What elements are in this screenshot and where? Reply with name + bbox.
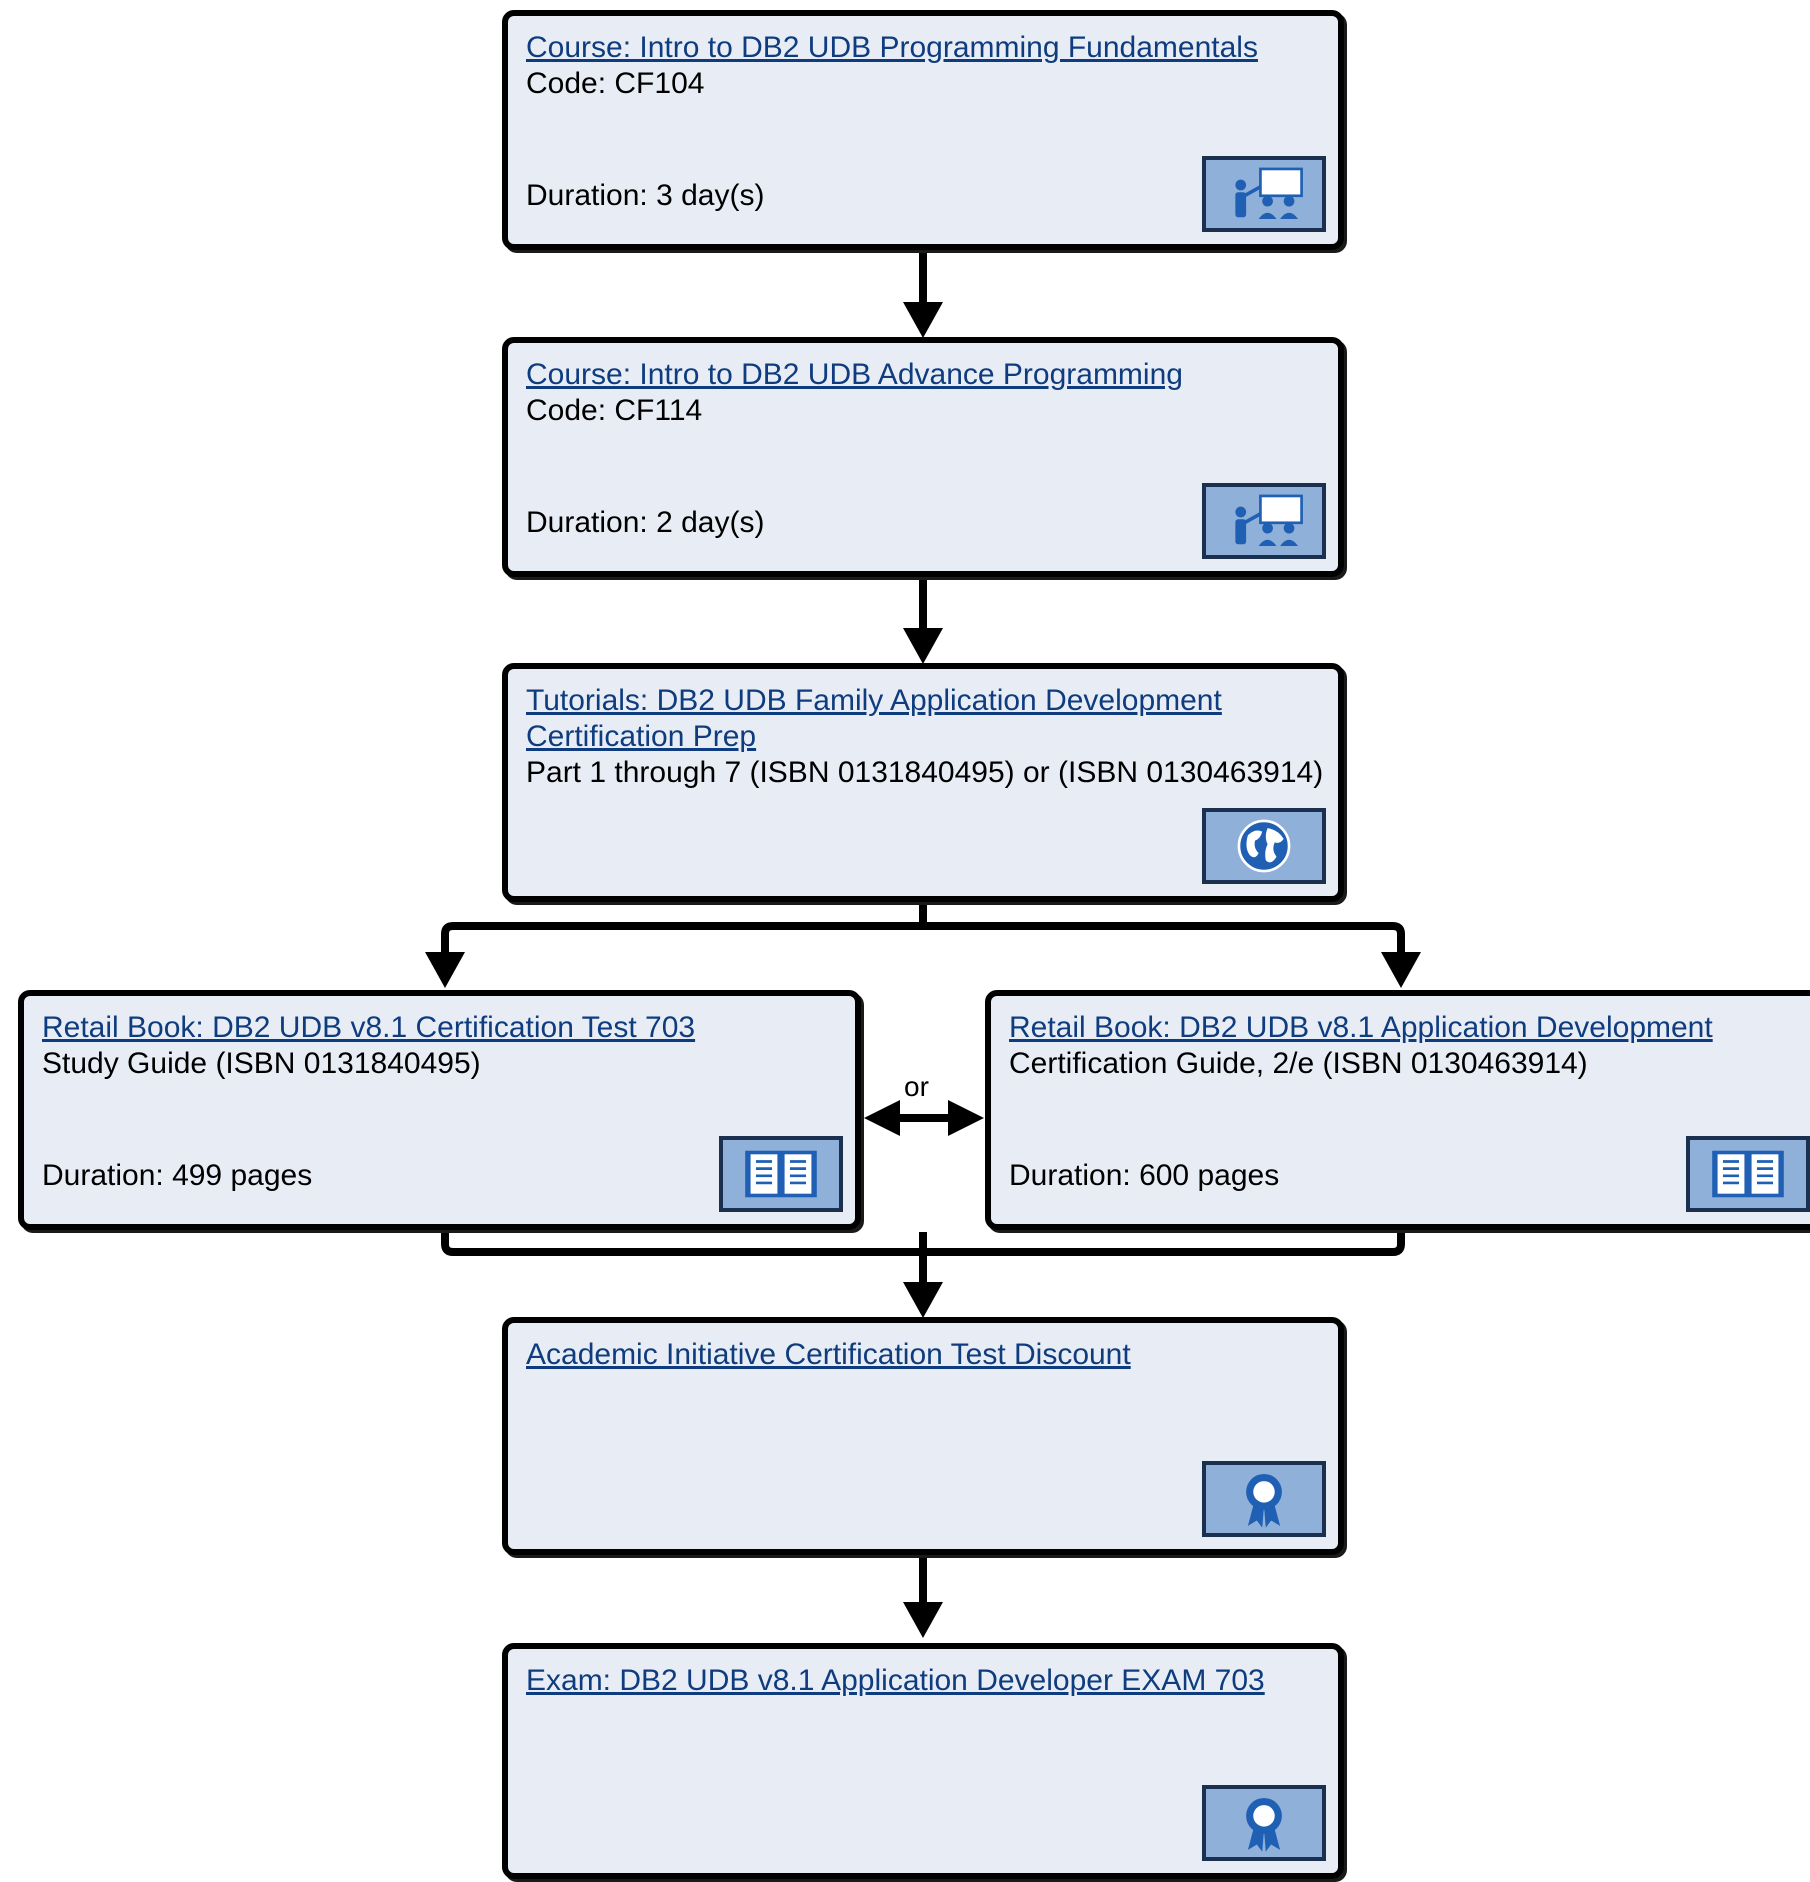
ribbon-award-icon bbox=[1202, 1461, 1326, 1537]
arrow-course2-to-tutorials bbox=[903, 577, 943, 664]
course-cf104-code: Code: CF104 bbox=[526, 67, 705, 100]
certification-discount-link[interactable]: Academic Initiative Certification Test D… bbox=[526, 1338, 1131, 1371]
globe-icon bbox=[1202, 808, 1326, 884]
book-app-dev-isbn: Certification Guide, 2/e (ISBN 013046391… bbox=[1009, 1047, 1588, 1080]
book-app-dev-link[interactable]: Retail Book: DB2 UDB v8.1 Application De… bbox=[1009, 1011, 1713, 1044]
node-course-cf104: Course: Intro to DB2 UDB Programming Fun… bbox=[502, 10, 1344, 250]
node-tutorials: Tutorials: DB2 UDB Family Application De… bbox=[502, 663, 1344, 902]
node-exam-703: Exam: DB2 UDB v8.1 Application Developer… bbox=[502, 1643, 1344, 1879]
node-certification-discount: Academic Initiative Certification Test D… bbox=[502, 1317, 1344, 1555]
classroom-icon bbox=[1202, 483, 1326, 559]
arrow-discount-to-exam bbox=[903, 1555, 943, 1638]
arrow-course1-to-course2 bbox=[903, 250, 943, 338]
ribbon-award-icon bbox=[1202, 1785, 1326, 1861]
tutorials-link[interactable]: Tutorials: DB2 UDB Family Application De… bbox=[526, 684, 1222, 753]
course-cf104-link[interactable]: Course: Intro to DB2 UDB Programming Fun… bbox=[526, 31, 1258, 64]
arrow-tutorials-to-books bbox=[425, 902, 1421, 988]
book-test-703-duration: Duration: 499 pages bbox=[42, 1159, 313, 1192]
node-book-app-dev: Retail Book: DB2 UDB v8.1 Application De… bbox=[985, 990, 1810, 1230]
classroom-icon bbox=[1202, 156, 1326, 232]
book-icon bbox=[719, 1136, 843, 1212]
or-label: or bbox=[904, 1071, 929, 1102]
node-book-test-703: Retail Book: DB2 UDB v8.1 Certification … bbox=[18, 990, 861, 1230]
or-double-arrow bbox=[864, 1100, 984, 1136]
node-course-cf114: Course: Intro to DB2 UDB Advance Program… bbox=[502, 337, 1344, 577]
book-test-703-link[interactable]: Retail Book: DB2 UDB v8.1 Certification … bbox=[42, 1011, 696, 1044]
book-icon bbox=[1686, 1136, 1810, 1212]
tutorials-isbn: Part 1 through 7 (ISBN 0131840495) or (I… bbox=[526, 756, 1324, 789]
book-test-703-isbn: Study Guide (ISBN 0131840495) bbox=[42, 1047, 481, 1080]
arrow-books-to-discount bbox=[441, 1226, 1405, 1318]
book-app-dev-duration: Duration: 600 pages bbox=[1009, 1159, 1280, 1192]
exam-703-link[interactable]: Exam: DB2 UDB v8.1 Application Developer… bbox=[526, 1664, 1265, 1697]
course-cf104-duration: Duration: 3 day(s) bbox=[526, 179, 765, 212]
course-cf114-duration: Duration: 2 day(s) bbox=[526, 506, 765, 539]
course-cf114-link[interactable]: Course: Intro to DB2 UDB Advance Program… bbox=[526, 358, 1183, 391]
course-cf114-code: Code: CF114 bbox=[526, 394, 703, 427]
